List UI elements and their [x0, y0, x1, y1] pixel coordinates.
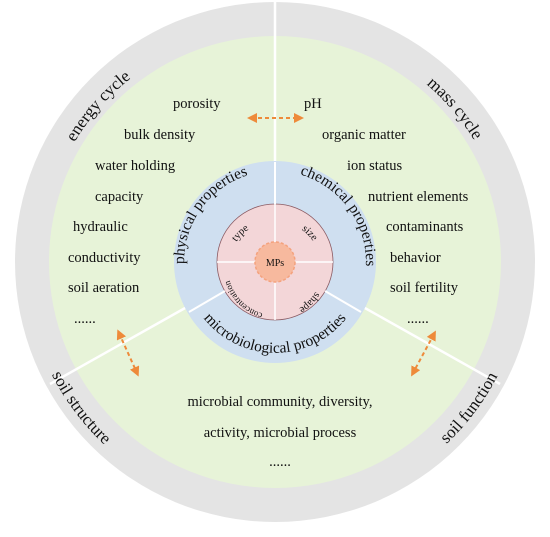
physical-item: bulk density	[124, 127, 196, 143]
middle-divider-left	[188, 290, 226, 313]
physical-item: ......	[74, 311, 96, 327]
chemical-item: ion status	[347, 158, 403, 174]
microbial-item: activity, microbial process	[204, 425, 357, 441]
chemical-item: nutrient elements	[368, 189, 469, 205]
physical-item: porosity	[173, 96, 221, 112]
center-label: MPs	[266, 258, 284, 269]
chemical-item: ......	[407, 311, 429, 327]
middle-divider-right	[324, 290, 362, 313]
double-arrow-icon	[116, 329, 140, 377]
chemical-item: contaminants	[386, 219, 464, 235]
physical-item: conductivity	[68, 250, 141, 266]
double-arrow-icon	[411, 330, 436, 377]
physical-list: porosity bulk density water holding capa…	[68, 96, 221, 327]
chemical-list: pH organic matter ion status nutrient el…	[304, 96, 469, 327]
microbial-item: microbial community, diversity,	[188, 394, 373, 410]
chemical-item: organic matter	[322, 127, 406, 143]
chemical-item: pH	[304, 96, 322, 112]
physical-item: water holding	[95, 158, 175, 174]
microbial-item: ......	[269, 454, 291, 470]
center-circle	[254, 241, 296, 283]
physical-item: capacity	[95, 189, 144, 205]
chemical-item: soil fertility	[390, 280, 459, 296]
microbial-list: microbial community, diversity, activity…	[188, 394, 373, 470]
physical-item: hydraulic	[73, 219, 128, 235]
physical-item: soil aeration	[68, 280, 140, 296]
chemical-item: behavior	[390, 250, 441, 266]
